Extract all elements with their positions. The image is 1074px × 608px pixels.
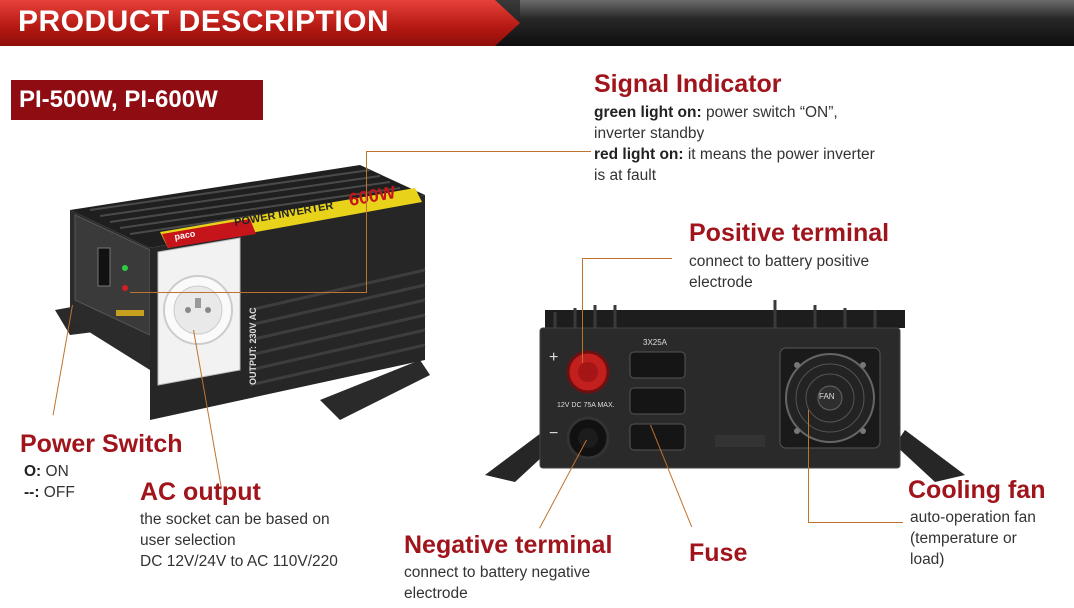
ac-output-title: AC output bbox=[140, 478, 261, 506]
negative-terminal-line1: connect to battery negative bbox=[404, 564, 591, 581]
ac-output-line3: DC 12V/24V to AC 110V/220 bbox=[140, 553, 338, 570]
fuse-rating-label: 3X25A bbox=[643, 338, 668, 347]
green-light-line: green light on: power switch “ON”, bbox=[594, 102, 934, 123]
green-light-text: power switch “ON”, bbox=[701, 104, 838, 121]
brand-label: paco bbox=[174, 228, 197, 242]
leader-positive-h bbox=[582, 258, 672, 259]
leader-fan-v bbox=[808, 410, 809, 523]
power-switch-title: Power Switch bbox=[20, 430, 183, 458]
positive-terminal-line2: electrode bbox=[689, 274, 753, 291]
header-banner: PRODUCT DESCRIPTION bbox=[0, 0, 1074, 46]
model-badge: PI-500W, PI-600W bbox=[11, 80, 263, 120]
negative-terminal-title: Negative terminal bbox=[404, 531, 613, 559]
signal-indicator-desc: green light on: power switch “ON”, inver… bbox=[594, 102, 934, 186]
red-light-text: it means the power inverter bbox=[683, 146, 875, 163]
inverter-rear-image: + − 12V DC 75A MAX. 3X25A FAN bbox=[485, 300, 965, 482]
on-text: ON bbox=[41, 463, 69, 480]
cooling-fan-desc: auto-operation fan (temperature or load) bbox=[910, 507, 1036, 570]
minus-symbol: − bbox=[549, 425, 558, 442]
negative-terminal-desc: connect to battery negative electrode bbox=[404, 562, 590, 604]
cooling-fan-line3: load) bbox=[910, 551, 945, 568]
leader-signal-h2 bbox=[130, 292, 367, 293]
red-light-line: red light on: it means the power inverte… bbox=[594, 144, 934, 165]
off-text: OFF bbox=[39, 484, 75, 501]
inverter-front-image: paco POWER INVERTER 600W OUTPUT: 230V AC bbox=[55, 165, 430, 420]
ac-output-line2: user selection bbox=[140, 532, 236, 549]
leader-signal-v bbox=[366, 151, 367, 293]
banner-shine bbox=[520, 0, 1074, 18]
green-light-label: green light on: bbox=[594, 104, 702, 121]
output-rating-label: OUTPUT: 230V AC bbox=[248, 307, 258, 385]
page-title: PRODUCT DESCRIPTION bbox=[18, 5, 390, 38]
power-switch-on: O: ON bbox=[24, 461, 75, 482]
plus-symbol: + bbox=[549, 349, 558, 366]
positive-terminal-title: Positive terminal bbox=[689, 219, 890, 247]
off-symbol: --: bbox=[24, 484, 40, 501]
leader-signal-h bbox=[366, 151, 591, 152]
model-label: PI-500W, PI-600W bbox=[19, 86, 218, 113]
leader-fan-h bbox=[808, 522, 903, 523]
fuse-title: Fuse bbox=[689, 539, 748, 567]
on-symbol: O: bbox=[24, 463, 42, 480]
red-light-label: red light on: bbox=[594, 146, 684, 163]
ac-output-desc: the socket can be based on user selectio… bbox=[140, 509, 338, 572]
green-light-line2: inverter standby bbox=[594, 125, 705, 142]
negative-terminal-line2: electrode bbox=[404, 585, 468, 602]
positive-terminal-desc: connect to battery positive electrode bbox=[689, 251, 869, 293]
cooling-fan-line2: (temperature or bbox=[910, 530, 1017, 547]
cooling-fan-title: Cooling fan bbox=[908, 476, 1046, 504]
fan-label: FAN bbox=[819, 392, 835, 401]
header-red-tab bbox=[0, 0, 520, 46]
red-light-line2: is at fault bbox=[594, 167, 657, 184]
dc-rating-label: 12V DC 75A MAX. bbox=[557, 402, 615, 409]
power-switch-off: --: OFF bbox=[24, 482, 75, 503]
signal-indicator-title: Signal Indicator bbox=[594, 70, 782, 98]
power-switch-desc: O: ON --: OFF bbox=[24, 461, 75, 503]
leader-positive-v bbox=[582, 258, 583, 363]
ac-output-line1: the socket can be based on bbox=[140, 511, 330, 528]
positive-terminal-line1: connect to battery positive bbox=[689, 253, 870, 270]
cooling-fan-line1: auto-operation fan bbox=[910, 509, 1036, 526]
